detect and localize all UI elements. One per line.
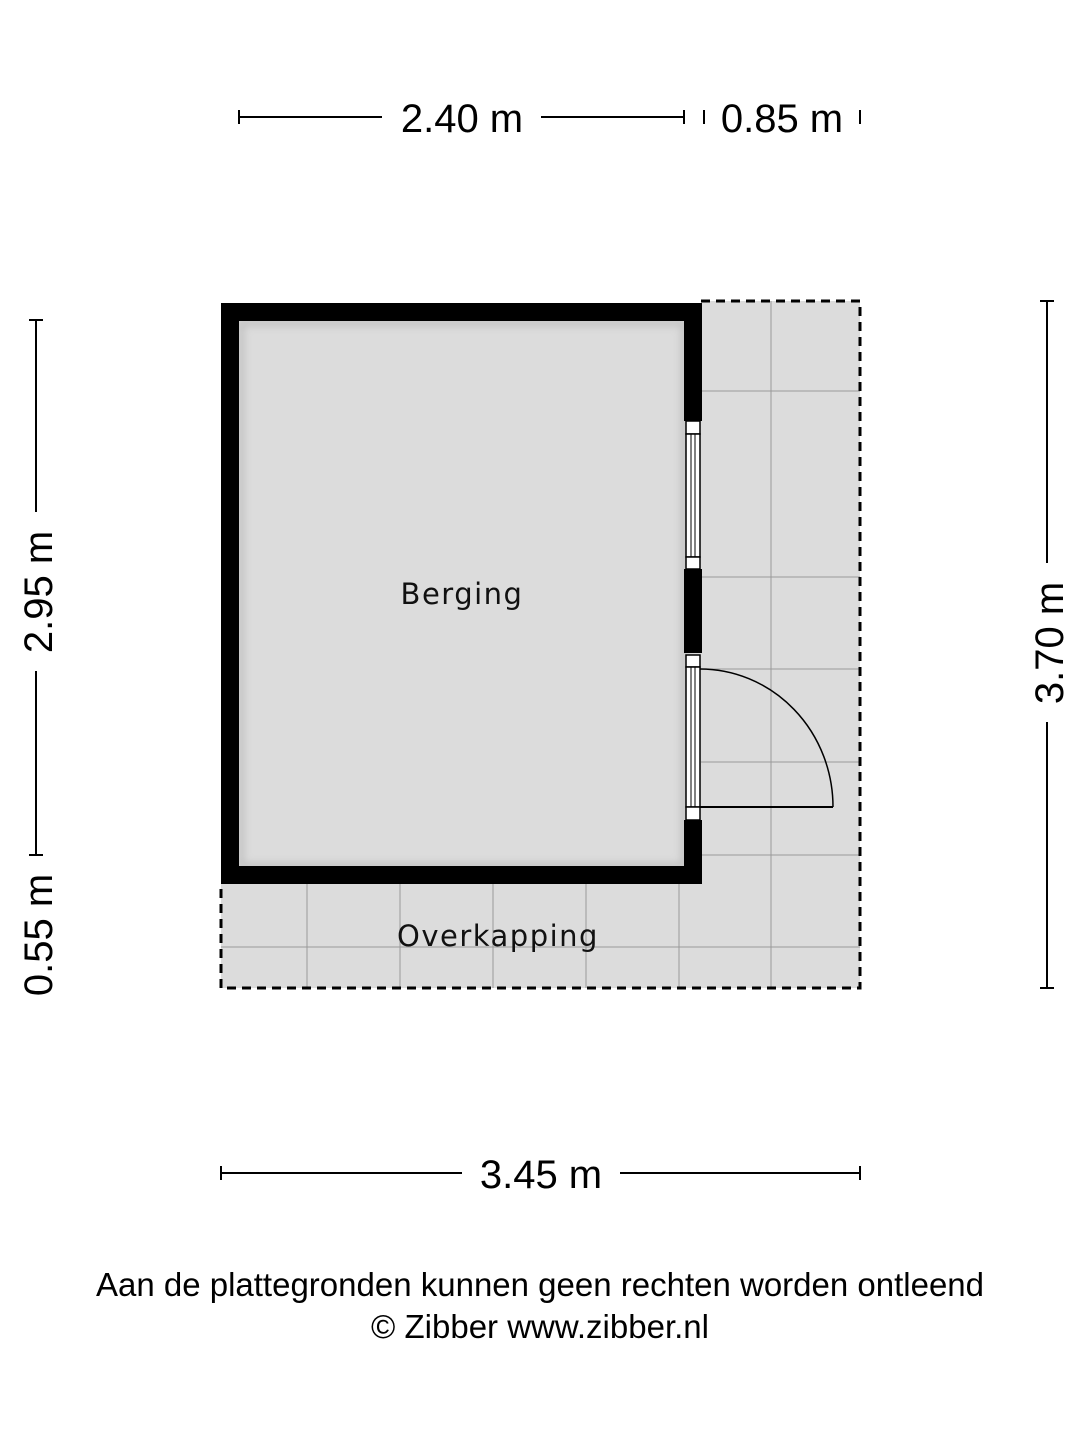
door-swing-arc (699, 668, 834, 808)
footer-disclaimer: Aan de plattegronden kunnen geen rechten… (95, 1266, 985, 1303)
dimension-left (29, 319, 43, 856)
dimension-label-bottom: 3.45 m (480, 1153, 602, 1197)
dimension-label-right: 3.70 m (1028, 582, 1072, 704)
dimension-label-left-upper: 2.95 m (17, 531, 61, 653)
dimension-top (238, 110, 861, 124)
overkapping-floor (221, 301, 860, 988)
wall-bottom (221, 866, 702, 884)
dimension-label-top-right: 0.85 m (721, 97, 843, 141)
dimension-label-left-lower: 0.55 m (17, 874, 61, 996)
berging-room (221, 303, 834, 884)
wall-right-segment-1 (684, 303, 702, 421)
berging-window (685, 420, 701, 570)
berging-floor (221, 303, 701, 884)
wall-left (221, 303, 239, 884)
wall-top (221, 303, 702, 321)
wall-right-segment-2 (684, 569, 702, 653)
dimension-bottom (220, 1166, 861, 1180)
berging-walls (221, 303, 702, 884)
wall-right-segment-3 (684, 820, 702, 884)
room-label-berging: Berging (401, 577, 524, 611)
dimension-label-top-left: 2.40 m (401, 97, 523, 141)
dimension-right (1040, 300, 1054, 989)
room-label-overkapping: Overkapping (397, 919, 599, 953)
overkapping-area (219, 299, 862, 990)
footer-copyright: © Zibber www.zibber.nl (371, 1308, 709, 1345)
berging-door (685, 654, 834, 821)
overkapping-outline (219, 299, 862, 990)
overkapping-tile-grid (221, 301, 860, 988)
